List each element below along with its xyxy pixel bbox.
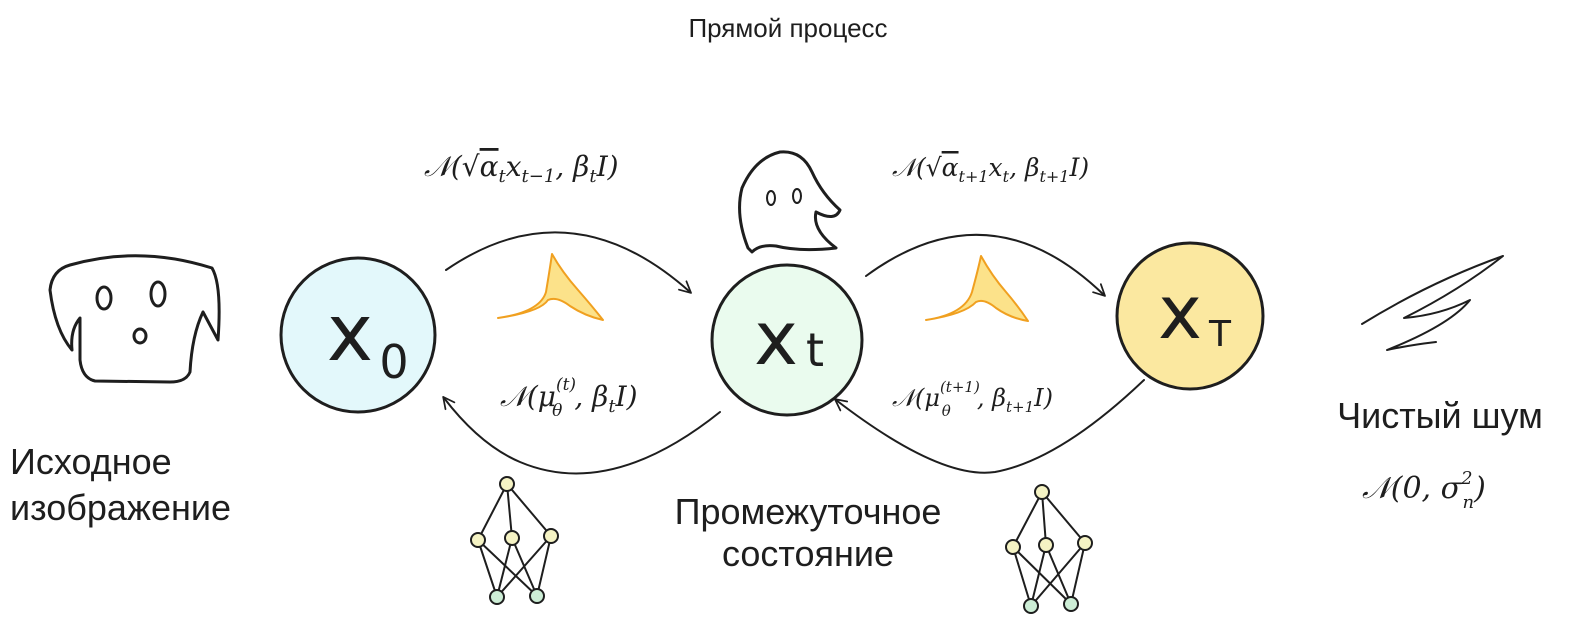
formula-forward-1-alpha-sub: t: [499, 166, 507, 187]
formula-noise-end: ): [1473, 471, 1486, 506]
formula-reverse-2-sup: (t+1): [940, 378, 980, 396]
source-label-line2: изображение: [10, 487, 231, 528]
network-node: [543, 528, 559, 544]
node-xT-subscript: T: [1208, 314, 1232, 355]
formula-forward-2-mid: x: [989, 153, 1003, 182]
neural-network-icon-1: [470, 476, 559, 605]
formula-forward-1-tail: , β: [555, 150, 589, 183]
source-label-line1: Исходное: [10, 441, 172, 482]
forward-arrow-2: [865, 233, 1106, 297]
formula-reverse-2-tail-sub: t+1: [1006, 398, 1034, 416]
node-xt-symbol: x: [754, 296, 798, 382]
formula-reverse-2-end: I): [1033, 384, 1053, 412]
formula-noise: 𝒩(0, σ2 n): [1362, 468, 1486, 513]
formula-forward-2-alpha-sub: t+1: [959, 167, 989, 186]
neural-network-icon-2: [1005, 484, 1093, 614]
formula-noise-sup: 2: [1460, 468, 1472, 489]
formula-reverse-2-main: 𝒩(μ: [892, 384, 940, 412]
forward-arrow-1: [445, 231, 692, 294]
network-node: [1034, 484, 1050, 500]
svg-text:𝒩(0, σ2n): 𝒩(0, σ2 n): [1362, 468, 1486, 513]
network-node: [499, 476, 515, 492]
network-node: [1038, 537, 1054, 553]
formula-forward-2-tail-sub: t+1: [1039, 167, 1069, 186]
node-xt-circle: [710, 263, 864, 417]
distribution-shape-2: [925, 255, 1029, 322]
node-x0-symbol: x: [327, 289, 373, 379]
formula-forward-2-main: 𝒩(√: [892, 153, 942, 182]
formula-forward-1-tail-sub: t: [589, 166, 597, 187]
noise-scribble: [1361, 255, 1504, 351]
reverse-arrow-2: [834, 379, 1145, 474]
formula-forward-1-mid-sub: t−1: [522, 166, 556, 187]
formula-reverse-1: 𝒩(μ(t) θ , βtI): [500, 375, 638, 421]
network-node: [470, 532, 486, 548]
formula-forward-1: 𝒩(√αtxt−1, βtI): [424, 150, 619, 187]
formula-forward-2-alpha: α: [942, 153, 959, 182]
distribution-shape-1: [497, 253, 604, 321]
formula-reverse-1-tail-sub: t: [608, 396, 616, 417]
formula-noise-sub: n: [1463, 492, 1475, 513]
formula-forward-1-main: 𝒩(√: [424, 150, 480, 183]
formula-forward-2-mid-sub: t: [1003, 167, 1010, 186]
node-xt: x t: [710, 263, 864, 417]
network-output-node: [489, 589, 505, 605]
formula-noise-main: 𝒩(0, σ: [1362, 471, 1463, 506]
node-xT: x T: [1115, 241, 1265, 391]
svg-text:𝒩(√αt+1xt, βt+1I): 𝒩(√αt+1xt, βt+1I): [892, 153, 1089, 186]
network-output-node: [1023, 598, 1039, 614]
svg-text:𝒩(√αtxt−1, βtI): 𝒩(√αtxt−1, βtI): [424, 150, 619, 187]
formula-forward-2: 𝒩(√αt+1xt, βt+1I): [892, 153, 1089, 186]
svg-text:𝒩(μ(t+1)θ, βt+1I): 𝒩(μ(t+1) θ , βt+1I): [892, 378, 1053, 420]
formula-reverse-2-sub: θ: [942, 402, 951, 420]
network-output-node: [529, 588, 545, 604]
node-x0-subscript: 0: [379, 335, 408, 389]
formula-reverse-1-sup: (t): [556, 375, 576, 395]
formula-forward-1-mid: x: [506, 150, 522, 183]
network-output-node: [1063, 596, 1079, 612]
network-node: [504, 530, 520, 546]
network-node: [1077, 535, 1093, 551]
formula-forward-1-end: I): [596, 150, 619, 183]
svg-text:𝒩(μ(t)θ, βtI): 𝒩(μ(t) θ , βtI): [500, 375, 638, 421]
diagram-title: Прямой процесс: [688, 13, 887, 43]
node-x0: x 0: [279, 256, 437, 414]
formula-reverse-2-tail: , β: [977, 384, 1006, 412]
node-xT-circle: [1115, 241, 1265, 391]
formula-reverse-1-end: I): [615, 380, 638, 413]
formula-forward-2-end: I): [1068, 153, 1089, 182]
intermediate-label-line2: состояние: [722, 533, 894, 574]
node-xt-subscript: t: [806, 323, 824, 377]
formula-reverse-1-main: 𝒩(μ: [500, 380, 556, 413]
node-x0-circle: [279, 256, 437, 414]
formula-reverse-1-sub: θ: [552, 401, 562, 421]
reverse-arrow-1: [442, 396, 721, 475]
formula-forward-1-alpha: α: [480, 150, 499, 183]
node-xT-symbol: x: [1158, 270, 1202, 356]
source-image-doodle: [48, 254, 221, 384]
intermediate-label-line1: Промежуточное: [675, 491, 942, 532]
intermediate-ghost-doodle: [738, 150, 842, 254]
noise-label: Чистый шум: [1337, 395, 1543, 436]
network-node: [1005, 539, 1021, 555]
formula-forward-2-tail: , β: [1009, 153, 1039, 182]
formula-reverse-1-tail: , β: [574, 380, 608, 413]
formula-reverse-2: 𝒩(μ(t+1) θ , βt+1I): [892, 378, 1053, 420]
